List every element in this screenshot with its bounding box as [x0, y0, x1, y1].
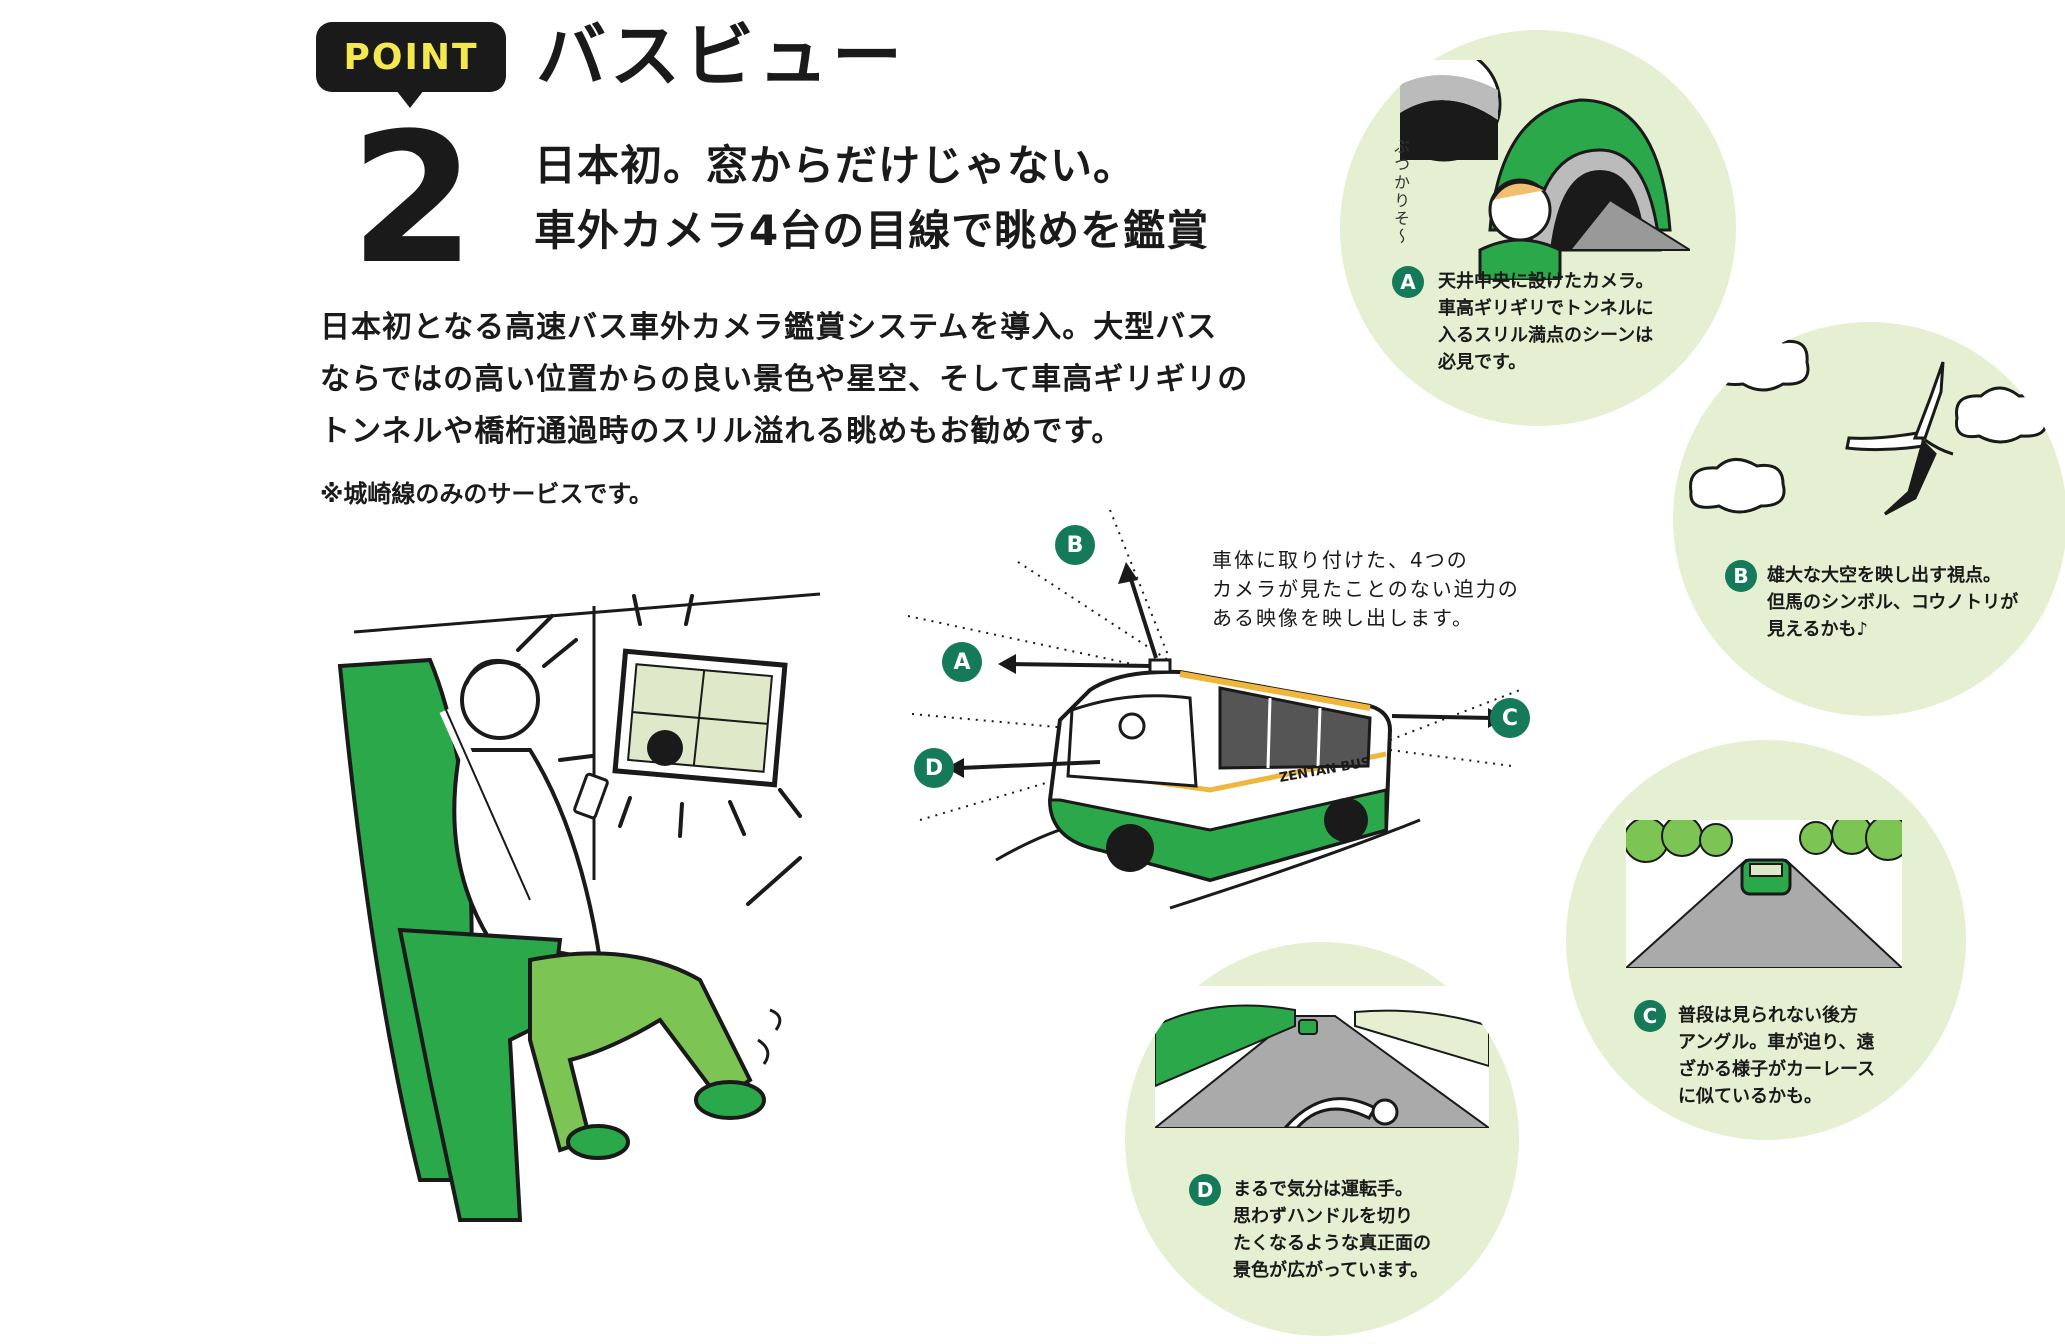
passenger-illustration [337, 592, 821, 1222]
view-marker-c: C [1634, 1000, 1666, 1032]
view-caption-d: まるで気分は運転手。 思わずハンドルを切り たくなるような真正面の 景色が広がっ… [1233, 1176, 1431, 1284]
stork-sky-scene [1689, 331, 2048, 516]
camera-marker-b: B [1055, 525, 1095, 565]
camera-caption-line-3: ある映像を映し出します。 [1212, 606, 1474, 630]
view-d-line-1: まるで気分は運転手。 [1233, 1179, 1413, 1200]
view-b-line-2: 但馬のシンボル、コウノトリが [1767, 592, 2019, 613]
body-text-line-2: ならではの高い位置からの良い景色や星空、そして車高ギリギリの [320, 362, 1249, 397]
camera-marker-a: A [942, 642, 982, 682]
screen-tunnel-icon [647, 730, 683, 766]
headline-line-1: 日本初。窓からだけじゃない。 [534, 141, 1137, 190]
view-circle-b: B 雄大な大空を映し出す視点。 但馬のシンボル、コウノトリが 見えるかも♪ [1673, 322, 2065, 716]
view-marker-b: B [1725, 560, 1757, 592]
service-note: ※城崎線のみのサービスです。 [320, 480, 653, 508]
camera-marker-c: C [1490, 698, 1530, 738]
view-circle-a: A 天井中央に設けたカメラ。 車高ギリギリでトンネルに 入るスリル満点のシーンは… [1340, 30, 1736, 426]
point-badge-tail [396, 90, 424, 108]
bus-camera-diagram: ZENTAN BUS [907, 509, 1521, 910]
view-d-line-4: 景色が広がっています。 [1233, 1260, 1429, 1281]
rear-road-scene [1626, 820, 1902, 968]
view-caption-b: 雄大な大空を映し出す視点。 但馬のシンボル、コウノトリが 見えるかも♪ [1767, 562, 2018, 643]
view-caption-a: 天井中央に設けたカメラ。 車高ギリギリでトンネルに 入るスリル満点のシーンは 必… [1438, 268, 1654, 376]
headline-line-2: 車外カメラ4台の目線で眺めを鑑賞 [534, 206, 1210, 255]
camera-caption: 車体に取り付けた、4つの カメラが見たことのない迫力の ある映像を映し出します。 [1212, 546, 1532, 633]
view-d-line-3: たくなるような真正面の [1233, 1233, 1431, 1254]
body-text-line-3: トンネルや橋桁通過時のスリル溢れる眺めもお勧めです。 [320, 414, 1123, 449]
view-c-line-1: 普段は見られない後方 [1678, 1005, 1858, 1026]
view-marker-a: A [1392, 266, 1424, 298]
camera-caption-line-2: カメラが見たことのない迫力の [1212, 577, 1520, 601]
view-marker-d: D [1189, 1174, 1221, 1206]
view-c-line-4: に似ているかも。 [1678, 1086, 1822, 1107]
view-caption-c: 普段は見られない後方 アングル。車が迫り、遠 ざかる様子がカーレース に似ている… [1678, 1002, 1875, 1110]
view-c-line-3: ざかる様子がカーレース [1678, 1059, 1876, 1080]
point-label: POINT [343, 36, 479, 78]
view-b-line-3: 見えるかも♪ [1767, 619, 1868, 640]
view-d-line-2: 思わずハンドルを切り [1233, 1206, 1413, 1227]
view-circle-c: C 普段は見られない後方 アングル。車が迫り、遠 ざかる様子がカーレース に似て… [1566, 740, 1966, 1140]
view-circle-d: D まるで気分は運転手。 思わずハンドルを切り たくなるような真正面の 景色が広… [1125, 942, 1519, 1336]
body-text-line-1: 日本初となる高速バス車外カメラ鑑賞システムを導入。大型バス [320, 310, 1218, 345]
front-road-scene [1155, 986, 1489, 1128]
tunnel-scene [1400, 60, 1690, 280]
camera-caption-line-1: 車体に取り付けた、4つの [1212, 548, 1469, 572]
point-badge: POINT [316, 22, 506, 92]
view-c-line-2: アングル。車が迫り、遠 [1678, 1032, 1875, 1053]
view-a-line-2: 車高ギリギリでトンネルに [1438, 298, 1654, 319]
view-a-line-3: 入るスリル満点のシーンは [1438, 325, 1654, 346]
view-b-line-1: 雄大な大空を映し出す視点。 [1767, 565, 2001, 586]
phone-icon [573, 772, 609, 820]
view-a-line-4: 必見です。 [1438, 352, 1527, 373]
view-a-line-1: 天井中央に設けたカメラ。 [1438, 271, 1654, 292]
view-a-exclaim: ぶつかりそ〜 [1391, 138, 1410, 246]
point-number: 2 [350, 95, 475, 304]
page-title: バスビュー [536, 15, 906, 97]
camera-marker-d: D [914, 748, 954, 788]
